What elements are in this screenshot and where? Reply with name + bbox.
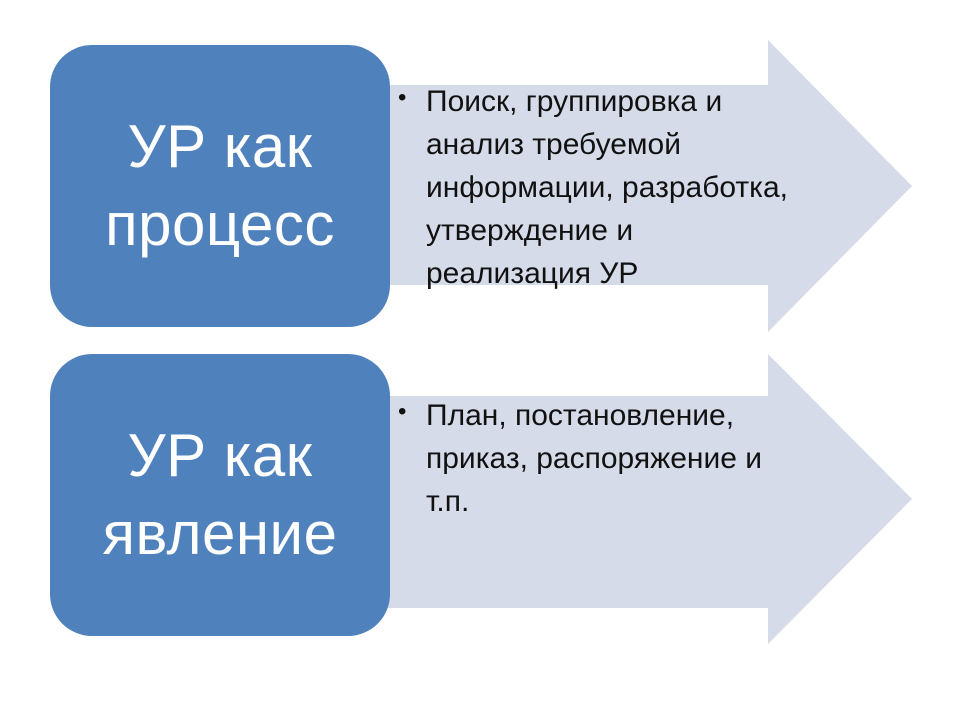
phenomenon-bullet-list: • План, постановление, приказ, распоряже… xyxy=(398,394,798,523)
phenomenon-box: УР как явление xyxy=(50,354,390,636)
bullet-icon: • xyxy=(398,84,407,111)
process-bullet-list: • Поиск, группировка и анализ требуемой … xyxy=(398,80,798,295)
phenomenon-bullet-item: • План, постановление, приказ, распоряже… xyxy=(398,394,798,523)
phenomenon-bullet-text: План, постановление, приказ, распоряжени… xyxy=(426,399,762,518)
process-bullet-item: • Поиск, группировка и анализ требуемой … xyxy=(398,80,798,295)
bullet-icon: • xyxy=(398,398,407,425)
phenomenon-box-label: УР как явление xyxy=(102,422,338,567)
process-box: УР как процесс xyxy=(50,45,390,327)
process-bullet-text: Поиск, группировка и анализ требуемой ин… xyxy=(426,85,788,290)
process-box-label: УР как процесс xyxy=(105,113,335,258)
row-phenomenon: УР как явление • План, постановление, пр… xyxy=(0,354,960,644)
row-process: УР как процесс • Поиск, группировка и ан… xyxy=(0,40,960,332)
